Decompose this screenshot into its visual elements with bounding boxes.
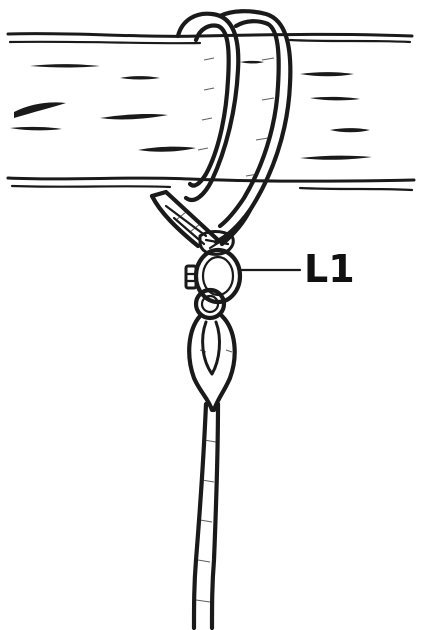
metal-ring [186,250,240,302]
label-l1: L1 [304,247,355,291]
strap-loop [178,11,290,242]
rope [189,316,234,628]
